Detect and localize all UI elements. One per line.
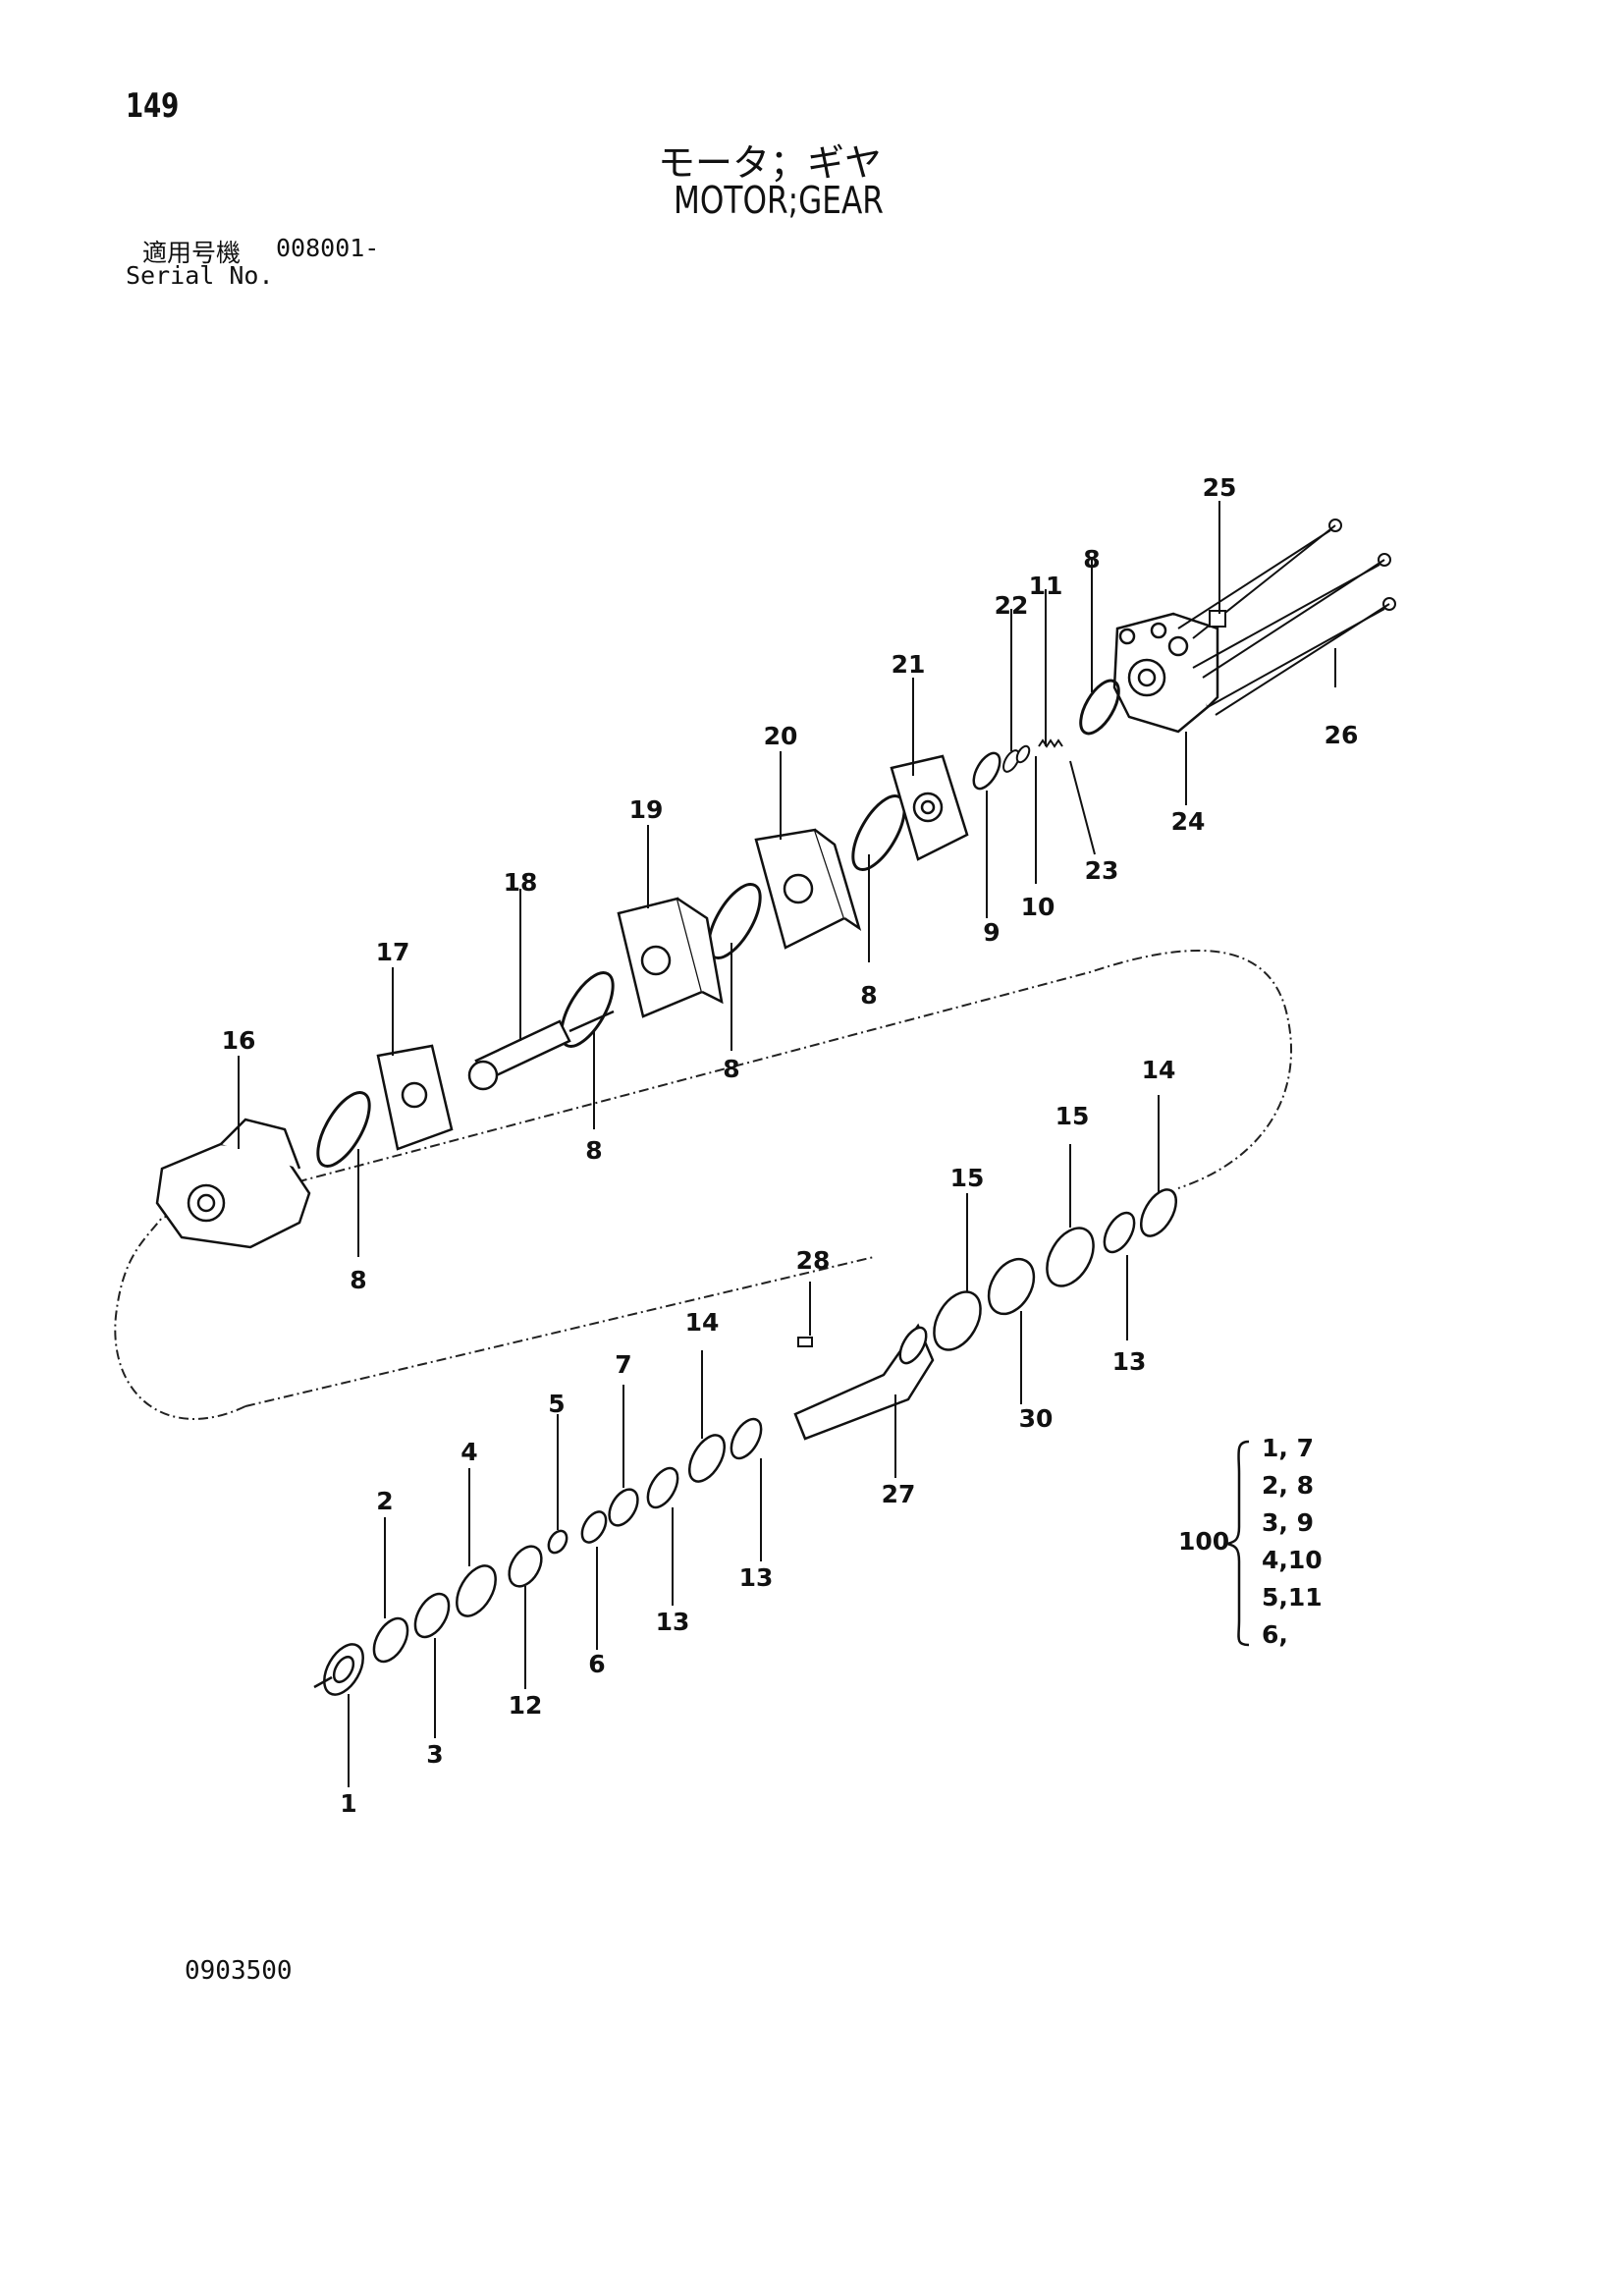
- part-9-ring: [972, 751, 1001, 791]
- callout-label: 5: [548, 1390, 565, 1418]
- callout-label: 3: [426, 1740, 443, 1769]
- callout-label: 8: [1083, 545, 1100, 574]
- callout-label: 15: [950, 1164, 985, 1192]
- callout-label: 19: [629, 795, 664, 824]
- callout-label: 4: [460, 1438, 477, 1466]
- kit-item: 4,10: [1262, 1546, 1323, 1574]
- callout-labels: 25 8 11 22 26 24 23 21 10 9 20 8 19 18 8…: [222, 473, 1359, 1818]
- page-title-jp: モータ；ギヤ: [658, 141, 883, 185]
- callout-label: 1: [340, 1789, 356, 1818]
- callout-label: 13: [656, 1608, 690, 1636]
- callout-label: 15: [1055, 1102, 1090, 1130]
- part-24-cover: [1112, 612, 1219, 734]
- callout-label: 11: [1029, 572, 1063, 600]
- callout-label: 30: [1019, 1404, 1054, 1433]
- kit-item: 6,: [1262, 1620, 1288, 1649]
- part-27-shaft: [793, 1323, 935, 1441]
- serial-label-jp: 適用号機: [142, 239, 242, 267]
- part-8-oring: [316, 679, 1120, 1168]
- callout-label: 8: [350, 1266, 366, 1294]
- part-16-body: [155, 1118, 311, 1249]
- callout-label: 20: [764, 722, 798, 750]
- serial-value: 008001-: [276, 234, 380, 262]
- serial-label-en: Serial No.: [126, 261, 274, 290]
- part-22-valve: [1002, 744, 1031, 773]
- callout-label: 26: [1325, 721, 1359, 749]
- part-15-bearing: [933, 1227, 1095, 1351]
- part-11-23-spring: [1038, 738, 1063, 748]
- assembly-group-outline-lower: [244, 1256, 875, 1407]
- part-30-sleeve: [987, 1257, 1036, 1316]
- callout-label: 9: [983, 918, 1000, 947]
- callout-label: 17: [376, 938, 410, 966]
- callout-label: 16: [222, 1026, 256, 1055]
- callout-label: 13: [1112, 1347, 1147, 1376]
- page-title-en: MOTOR;GEAR: [674, 179, 884, 222]
- callout-label: 8: [860, 981, 877, 1010]
- kit-brace: [1226, 1440, 1250, 1647]
- drawing-number: 0903500: [185, 1956, 293, 1986]
- callout-label: 24: [1171, 807, 1206, 836]
- callout-label: 25: [1203, 473, 1237, 502]
- part-13-14-washers: [646, 1188, 1178, 1509]
- part-17-plate: [376, 1044, 454, 1151]
- part-18-shaft-gear: [467, 1010, 615, 1091]
- part-1-to-12-seals: [313, 1488, 639, 1696]
- callout-label: 22: [995, 591, 1029, 620]
- part-28-key: [797, 1337, 813, 1347]
- callout-label: 14: [1142, 1056, 1176, 1084]
- part-21-plate: [890, 754, 969, 861]
- part-20-gear-housing: [754, 828, 862, 950]
- kit-item: 5,11: [1262, 1583, 1323, 1612]
- assembly-group-outline: [114, 950, 1293, 1420]
- callout-label: 28: [796, 1246, 831, 1275]
- callout-label: 8: [585, 1136, 602, 1165]
- page-number: 149: [126, 86, 180, 126]
- callout-label: 8: [723, 1055, 739, 1083]
- callout-label: 7: [615, 1350, 631, 1379]
- kit-item: 2, 8: [1262, 1471, 1314, 1500]
- callout-label: 23: [1085, 856, 1119, 885]
- part-25-plug: [1209, 610, 1226, 628]
- kit-item: 3, 9: [1262, 1508, 1314, 1537]
- kit-number: 100: [1178, 1527, 1229, 1556]
- callout-label: 10: [1021, 893, 1055, 921]
- callout-label: 13: [739, 1563, 774, 1592]
- part-19-housing: [617, 897, 724, 1018]
- callout-label: 2: [376, 1487, 393, 1515]
- callout-label: 27: [882, 1480, 916, 1508]
- kit-item: 1, 7: [1262, 1434, 1314, 1462]
- callout-label: 18: [504, 868, 538, 897]
- callout-label: 21: [892, 650, 926, 679]
- callout-label: 14: [685, 1308, 720, 1337]
- leader-lines: [238, 501, 1336, 1787]
- callout-label: 6: [588, 1650, 605, 1678]
- kit-100-group: 100 1, 7 2, 8 3, 9 4,10 5,11 6,: [1178, 1434, 1323, 1649]
- callout-label: 12: [509, 1691, 543, 1720]
